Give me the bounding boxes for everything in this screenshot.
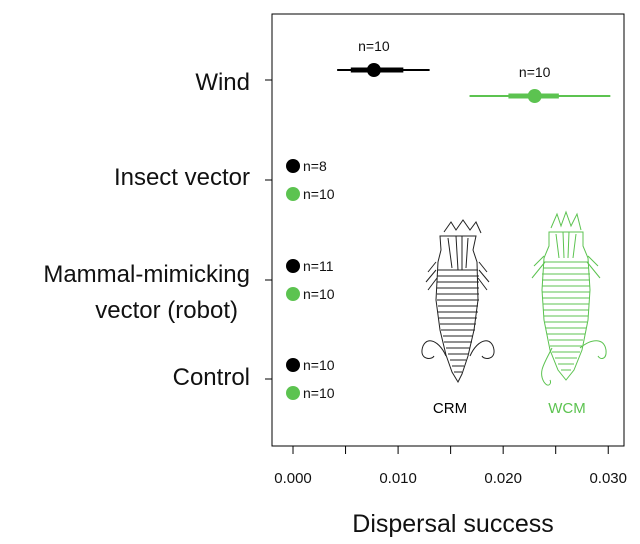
x-tick-label: 0.010: [379, 470, 417, 487]
category-label-wind: Wind: [195, 69, 250, 96]
wcm-mite-illustration: [531, 210, 607, 386]
data-point: [286, 358, 301, 372]
n-label: n=11: [303, 258, 334, 274]
series-wcm: n=10 n=10 n=10 n=10: [286, 64, 611, 401]
data-point: [286, 159, 301, 173]
y-axis: Wind Insect vector Mammal-mimicking vect…: [43, 69, 272, 391]
data-point: [527, 89, 542, 103]
category-label-robot-line1: Mammal-mimicking: [43, 261, 250, 288]
series-crm: n=10 n=8 n=11 n=10: [286, 38, 430, 373]
x-axis: 0.000 0.010 0.020 0.030: [274, 446, 627, 487]
n-label: n=10: [303, 186, 335, 202]
data-point: [286, 187, 301, 201]
x-tick-label: 0.030: [589, 470, 627, 487]
n-label: n=10: [303, 385, 335, 401]
x-tick-label: 0.000: [274, 470, 312, 487]
category-label-robot-line2: vector (robot): [95, 297, 238, 324]
wcm-mite-label: WCM: [548, 400, 586, 417]
category-label-insect: Insect vector: [114, 164, 250, 191]
crm-mite-illustration: [421, 219, 495, 384]
category-label-control: Control: [173, 364, 250, 391]
data-point: [286, 259, 301, 273]
data-point: [286, 287, 301, 301]
n-label: n=8: [303, 158, 327, 174]
series-layer: n=10 n=8 n=11 n=10 n=10 n=10 n=10 n=10: [286, 38, 611, 401]
data-point: [286, 386, 301, 400]
n-label: n=10: [358, 38, 390, 54]
data-point: [366, 63, 381, 77]
n-label: n=10: [519, 64, 551, 80]
x-tick-label: 0.020: [484, 470, 522, 487]
x-axis-title: Dispersal success: [352, 510, 553, 538]
n-label: n=10: [303, 357, 335, 373]
n-label: n=10: [303, 286, 335, 302]
plot-frame: [271, 13, 625, 447]
crm-mite-label: CRM: [433, 400, 467, 417]
